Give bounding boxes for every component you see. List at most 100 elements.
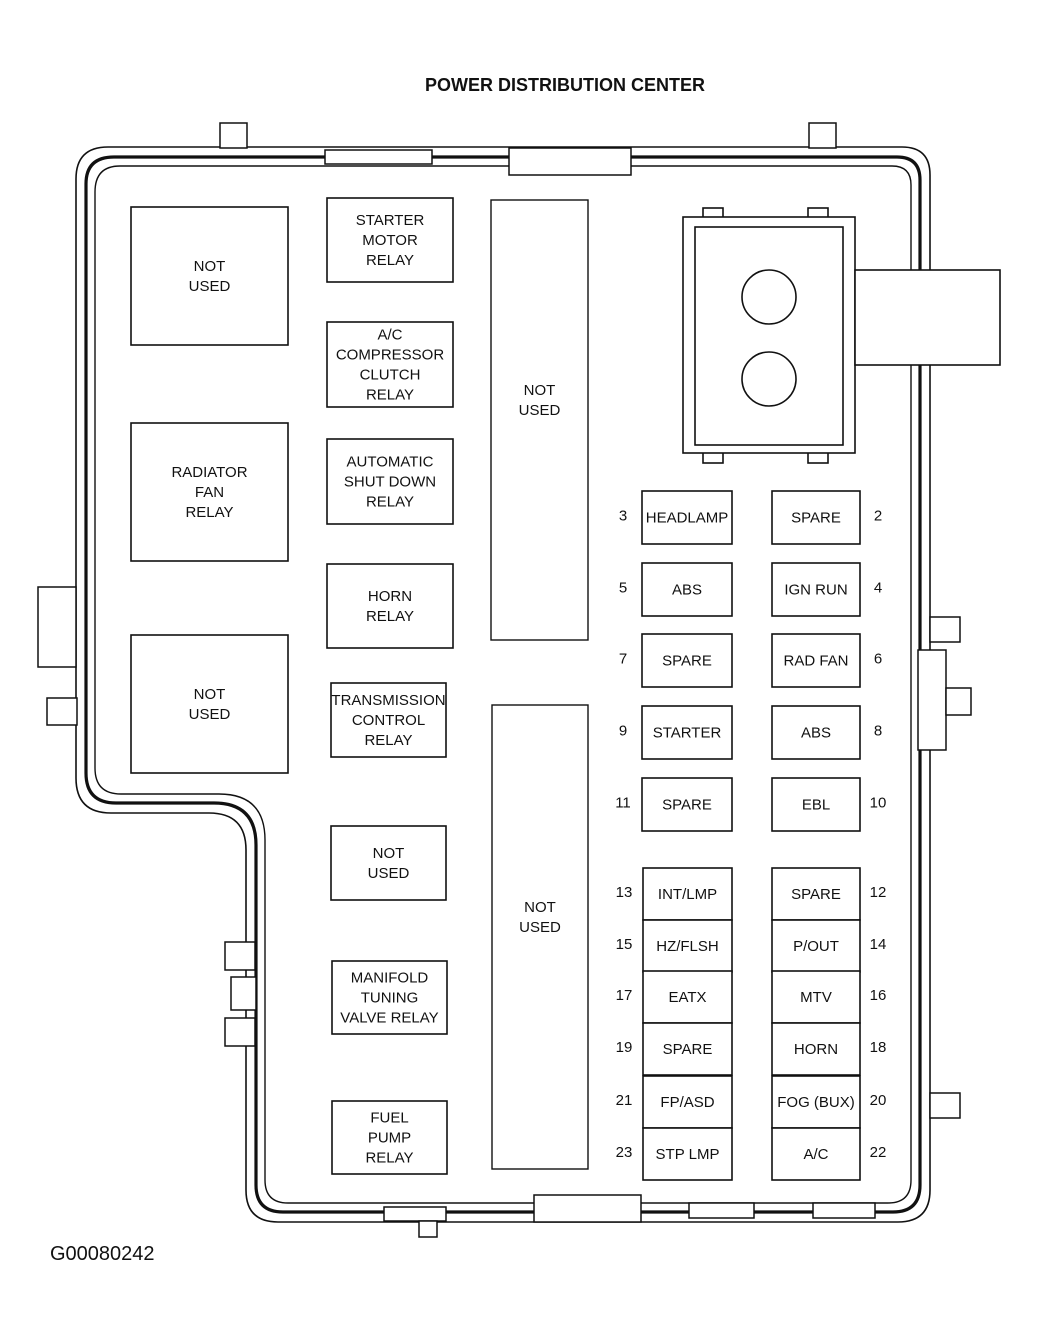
figure-code: G00080242 — [50, 1243, 155, 1265]
fuse-box — [641, 633, 733, 688]
relay-label-line: HORN — [368, 588, 412, 605]
relay-box — [326, 438, 454, 525]
left-relay-label-line: FAN — [195, 484, 224, 501]
fuse-number: 2 — [874, 508, 882, 525]
latch-top-2 — [508, 147, 632, 176]
fuse-box — [771, 777, 861, 832]
fuse-box — [641, 705, 733, 760]
fuse-box — [641, 562, 733, 617]
left-relay-label-line: USED — [189, 706, 231, 723]
latch-bottom-1 — [383, 1206, 447, 1222]
relay-label-line: VALVE RELAY — [340, 1010, 438, 1027]
latch-bottom-4 — [812, 1202, 876, 1219]
left-relay-box — [130, 634, 289, 774]
fuse-number: 23 — [616, 1144, 633, 1161]
left-relay-box — [130, 206, 289, 346]
tall-block-box — [490, 199, 589, 641]
fuse-number: 7 — [619, 651, 627, 668]
relay-box — [331, 960, 448, 1035]
fuse-number: 10 — [870, 795, 887, 812]
fuse-number: 20 — [870, 1092, 887, 1109]
relay-label-line: RELAY — [366, 252, 414, 269]
mounting-tabs — [37, 122, 972, 1238]
left-relay-label-line: RELAY — [185, 504, 233, 521]
fuse-number: 15 — [616, 936, 633, 953]
fuse-box — [771, 562, 861, 617]
fuse-number: 17 — [616, 987, 633, 1004]
fuse-label: ABS — [672, 582, 702, 599]
tab-top-right — [808, 122, 837, 149]
tall-block-label-line: NOT — [524, 899, 556, 916]
fuse-label: STARTER — [653, 725, 722, 742]
fuse-label: P/OUT — [793, 938, 839, 955]
relay-label-line: MOTOR — [362, 232, 418, 249]
fuse-number: 14 — [870, 936, 887, 953]
fuse-number: 11 — [615, 795, 631, 812]
housing-inner-lip — [94, 165, 912, 1204]
tab-right-4 — [929, 1092, 961, 1119]
fuse-number: 9 — [619, 723, 627, 740]
tab-bottom-1 — [418, 1220, 438, 1238]
tab-right-2 — [917, 649, 947, 751]
relay-box — [326, 321, 454, 408]
relay-label-line: RELAY — [364, 732, 412, 749]
connector-cable-lead — [854, 269, 1001, 366]
fuse-box — [641, 777, 733, 832]
fuse-box — [771, 919, 861, 973]
relay-label-line: RELAY — [366, 494, 414, 511]
relay-label-line: TUNING — [361, 990, 419, 1007]
relay-box — [331, 1100, 448, 1175]
fuse-label: SPARE — [662, 653, 712, 670]
fuse-label: MTV — [800, 989, 832, 1006]
tall-block-label-line: USED — [519, 919, 561, 936]
fuse-box — [771, 490, 861, 545]
tab-right-1 — [929, 616, 961, 643]
relay-box — [330, 682, 447, 758]
fuse-14: P/OUT 14 — [771, 919, 887, 973]
left-relay-3: NOT USED — [130, 634, 289, 774]
relay-label-line: USED — [368, 865, 410, 882]
relay-box — [330, 825, 447, 901]
tab-left-2 — [46, 697, 78, 726]
left-relay-label-line: NOT — [194, 686, 226, 703]
connector-stud-lower — [741, 351, 797, 407]
connector-inner — [694, 226, 844, 446]
tall-block-label-line: NOT — [524, 382, 556, 399]
tab-left-4 — [230, 976, 257, 1011]
tab-left-5 — [224, 1017, 256, 1047]
relay-label-line: AUTOMATIC — [347, 454, 434, 471]
fuse-20: FOG (BUX)20 — [771, 1075, 887, 1129]
latch-bottom-2 — [533, 1194, 642, 1223]
latch-top-1 — [324, 149, 433, 165]
fuse-number: 19 — [616, 1039, 633, 1056]
fuse-number: 21 — [616, 1092, 633, 1109]
fuse-number: 12 — [870, 884, 887, 901]
tab-left-1 — [37, 586, 77, 668]
connector-block — [682, 207, 1001, 464]
relay-label-line: CLUTCH — [360, 367, 421, 384]
relay-label-line: COMPRESSOR — [336, 347, 445, 364]
fuse-box — [642, 1127, 733, 1181]
fuse-label: INT/LMP — [658, 886, 717, 903]
